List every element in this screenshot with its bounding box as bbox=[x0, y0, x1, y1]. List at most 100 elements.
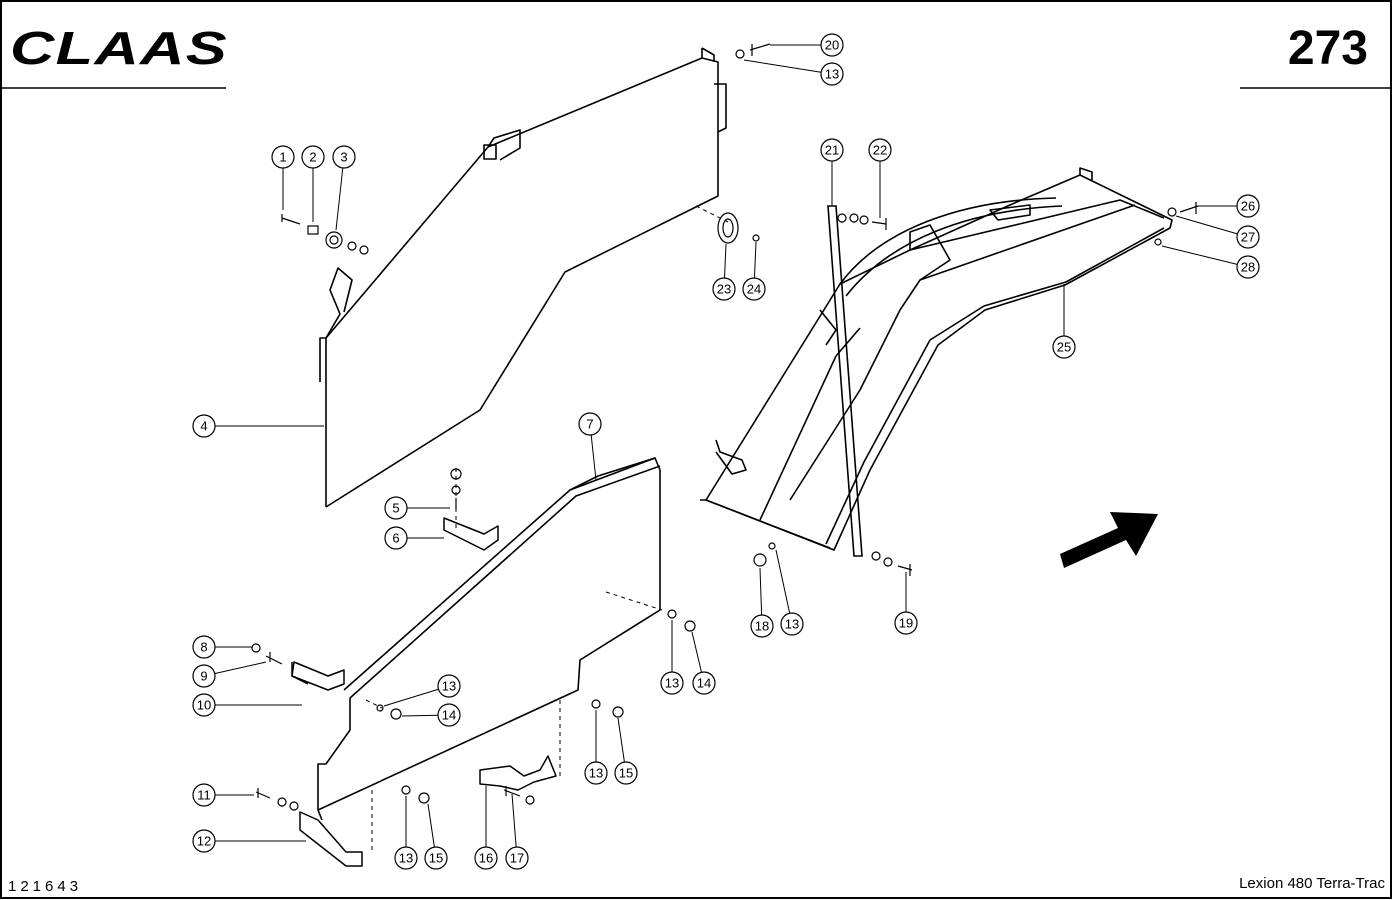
callout-9: 9 bbox=[192, 664, 216, 688]
callout-number: 10 bbox=[197, 698, 211, 713]
callout-24: 24 bbox=[742, 277, 766, 301]
part-25-mudguard-frame bbox=[700, 167, 1173, 551]
callout-circle bbox=[271, 145, 295, 169]
callout-2: 2 bbox=[301, 145, 325, 169]
callout-circle bbox=[505, 846, 529, 870]
callout-circle bbox=[384, 526, 408, 550]
callout-number: 13 bbox=[442, 679, 456, 694]
callout-number: 5 bbox=[392, 501, 399, 516]
part-7-lower-panel bbox=[317, 457, 661, 821]
callout-number: 4 bbox=[200, 419, 207, 434]
callout-circle bbox=[192, 414, 216, 438]
callout-circle bbox=[660, 671, 684, 695]
callout-number: 13 bbox=[665, 676, 679, 691]
callout-circle bbox=[894, 611, 918, 635]
callout-number: 18 bbox=[755, 619, 769, 634]
callout-13: 13 bbox=[660, 671, 684, 695]
part-4-side-panel bbox=[319, 47, 727, 508]
part-6-bracket bbox=[443, 517, 499, 551]
assembly-lines bbox=[365, 205, 729, 850]
callout-7: 7 bbox=[578, 412, 602, 436]
callout-15: 15 bbox=[614, 761, 638, 785]
callout-circle bbox=[474, 846, 498, 870]
callout-number: 8 bbox=[200, 640, 207, 655]
part-21-stay-strut bbox=[827, 205, 863, 557]
callout-number: 21 bbox=[825, 143, 839, 158]
callout-number: 28 bbox=[1241, 260, 1255, 275]
callout-circle bbox=[437, 703, 461, 727]
callout-11: 11 bbox=[192, 783, 216, 807]
callout-number: 14 bbox=[697, 676, 711, 691]
callout-number: 2 bbox=[309, 150, 316, 165]
callout-number: 27 bbox=[1241, 230, 1255, 245]
callout-circle bbox=[614, 761, 638, 785]
callout-number: 17 bbox=[510, 851, 524, 866]
callout-circle bbox=[192, 635, 216, 659]
callout-number: 3 bbox=[340, 150, 347, 165]
brand-logo: CLAAS bbox=[10, 22, 228, 74]
callout-circle bbox=[820, 33, 844, 57]
callout-8: 8 bbox=[192, 635, 216, 659]
hardware-fasteners bbox=[251, 43, 1199, 811]
callout-circle bbox=[742, 277, 766, 301]
callout-1: 1 bbox=[271, 145, 295, 169]
callout-number: 23 bbox=[717, 282, 731, 297]
callout-13: 13 bbox=[780, 612, 804, 636]
callout-number: 12 bbox=[197, 834, 211, 849]
callout-5: 5 bbox=[384, 496, 408, 520]
callout-leader-13 bbox=[743, 59, 833, 75]
callout-number: 13 bbox=[399, 851, 413, 866]
callout-18: 18 bbox=[750, 614, 774, 638]
travel-direction-arrow-icon bbox=[1060, 512, 1158, 568]
callout-23: 23 bbox=[712, 277, 736, 301]
callout-number: 19 bbox=[899, 616, 913, 631]
part-16-bracket bbox=[479, 755, 557, 791]
callout-14: 14 bbox=[437, 703, 461, 727]
callout-17: 17 bbox=[505, 846, 529, 870]
callout-circle bbox=[578, 412, 602, 436]
callout-leader-3 bbox=[335, 156, 345, 231]
callout-25: 25 bbox=[1052, 335, 1076, 359]
callout-circle bbox=[712, 277, 736, 301]
callout-circle bbox=[750, 614, 774, 638]
callout-13: 13 bbox=[437, 674, 461, 698]
callout-circle bbox=[820, 62, 844, 86]
callout-12: 12 bbox=[192, 829, 216, 853]
callout-number: 16 bbox=[479, 851, 493, 866]
callout-number: 13 bbox=[785, 617, 799, 632]
callout-circle bbox=[192, 783, 216, 807]
part-12-bracket bbox=[299, 811, 363, 867]
callout-leader-27 bbox=[1175, 215, 1249, 238]
callout-13: 13 bbox=[820, 62, 844, 86]
callout-6: 6 bbox=[384, 526, 408, 550]
callout-circle bbox=[332, 145, 356, 169]
callout-13: 13 bbox=[394, 846, 418, 870]
callout-number: 6 bbox=[392, 531, 399, 546]
callout-22: 22 bbox=[868, 138, 892, 162]
callout-circle bbox=[192, 829, 216, 853]
callout-circle bbox=[584, 761, 608, 785]
callout-14: 14 bbox=[692, 671, 716, 695]
callout-number: 24 bbox=[747, 282, 761, 297]
callout-circle bbox=[394, 846, 418, 870]
callout-28: 28 bbox=[1236, 255, 1260, 279]
callout-circle bbox=[301, 145, 325, 169]
callout-circle bbox=[192, 664, 216, 688]
part-23-grommet bbox=[717, 212, 739, 244]
callout-circle bbox=[1236, 255, 1260, 279]
callout-circle bbox=[192, 693, 216, 717]
callout-number: 26 bbox=[1241, 199, 1255, 214]
drawing-number: 121643 bbox=[8, 878, 82, 895]
callout-19: 19 bbox=[894, 611, 918, 635]
callout-13: 13 bbox=[584, 761, 608, 785]
part-10-bracket bbox=[291, 661, 345, 691]
callout-circle bbox=[1236, 194, 1260, 218]
callout-number: 20 bbox=[825, 38, 839, 53]
callout-number: 25 bbox=[1057, 340, 1071, 355]
callout-leader-13 bbox=[775, 549, 793, 625]
callout-circle bbox=[820, 138, 844, 162]
callout-27: 27 bbox=[1236, 225, 1260, 249]
